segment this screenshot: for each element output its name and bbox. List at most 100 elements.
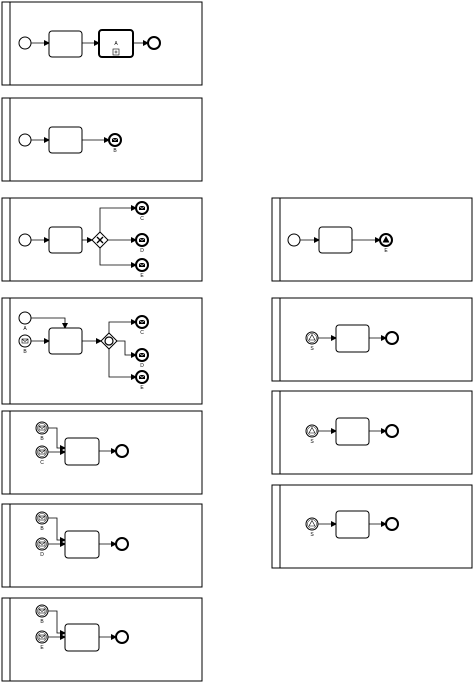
task[interactable] [318, 226, 353, 254]
sequence-flow[interactable] [48, 517, 66, 543]
pool-frame [1, 97, 203, 182]
envelope-icon [38, 608, 46, 614]
task[interactable] [335, 417, 370, 446]
sequence-flow[interactable] [108, 319, 137, 333]
collapsed-subprocess[interactable] [98, 29, 134, 58]
start-event-label: E [40, 645, 44, 651]
task[interactable] [335, 324, 370, 353]
envelope-filled-icon [138, 352, 146, 358]
x-icon [96, 236, 104, 244]
envelope-filled-icon [138, 262, 146, 268]
start-event[interactable] [287, 233, 301, 247]
pool-2: B [1, 97, 203, 182]
start-event-label: S [310, 532, 314, 538]
triangle-filled-icon [382, 236, 390, 243]
end-event-label: B [113, 148, 117, 154]
sequence-flow[interactable] [108, 349, 137, 380]
envelope-icon [21, 338, 29, 344]
envelope-icon [38, 634, 46, 640]
triangle-icon [308, 426, 316, 434]
start-event-label: S [310, 439, 314, 445]
start-event-label: C [40, 460, 44, 466]
end-event[interactable] [147, 36, 161, 50]
task[interactable] [48, 30, 83, 58]
end-event[interactable] [385, 331, 399, 345]
envelope-icon [38, 541, 46, 547]
end-event[interactable] [115, 630, 129, 644]
sequence-flow[interactable] [99, 248, 137, 268]
end-event-label: D [140, 248, 144, 254]
start-event-inner-ring [37, 423, 47, 433]
pool-frame [1, 410, 203, 495]
sequence-flow[interactable] [31, 317, 68, 329]
start-event-inner-ring [307, 426, 317, 436]
pool-8: E [271, 197, 473, 282]
task[interactable] [64, 623, 100, 652]
pool-frame [271, 297, 473, 382]
pool-frame [1, 503, 203, 588]
sequence-flow[interactable] [48, 610, 66, 636]
sequence-flow[interactable] [117, 340, 137, 358]
start-event[interactable] [18, 133, 32, 147]
start-event-label: B [23, 349, 27, 355]
start-event-inner-ring [37, 513, 47, 523]
end-event-label: C [140, 330, 144, 336]
end-event-label: D [140, 363, 144, 369]
pool-frame [1, 597, 203, 682]
envelope-filled-icon [138, 205, 146, 211]
end-event[interactable] [385, 424, 399, 438]
start-event-label: D [40, 552, 44, 558]
start-event[interactable] [18, 36, 32, 50]
start-event-inner-ring [307, 519, 317, 529]
task[interactable] [64, 437, 100, 466]
start-event-inner-ring [37, 632, 47, 642]
start-event-inner-ring [37, 606, 47, 616]
start-event-label: B [40, 526, 44, 532]
task[interactable] [48, 126, 83, 154]
sequence-flow[interactable] [48, 427, 66, 451]
pool-5: B C [1, 410, 203, 495]
pool-9: S [271, 297, 473, 382]
subprocess-label: A [114, 41, 118, 47]
triangle-icon [308, 519, 316, 527]
task[interactable] [48, 327, 83, 355]
plus-icon-glyph [114, 50, 118, 54]
pool-4: A B C D E [1, 297, 203, 405]
pool-frame [271, 197, 473, 282]
task[interactable] [48, 226, 83, 254]
task[interactable] [64, 530, 100, 559]
sequence-flow[interactable] [99, 205, 137, 232]
start-event-inner-ring [307, 333, 317, 343]
start-event-inner-ring [37, 447, 47, 457]
envelope-filled-icon [138, 237, 146, 243]
start-event-label: B [40, 619, 44, 625]
start-event-label: A [23, 326, 27, 332]
envelope-icon [38, 425, 46, 431]
start-event-inner-ring [37, 539, 47, 549]
pool-frame [1, 297, 203, 405]
start-event-label: B [40, 436, 44, 442]
circle-icon [104, 336, 114, 346]
task[interactable] [335, 510, 370, 539]
end-event-label: C [140, 216, 144, 222]
start-event[interactable] [18, 311, 32, 325]
end-event[interactable] [115, 537, 129, 551]
pool-6: B D [1, 503, 203, 588]
envelope-icon [38, 515, 46, 521]
start-event-label: S [310, 346, 314, 352]
end-event[interactable] [115, 444, 129, 458]
envelope-filled-icon [111, 137, 119, 143]
end-event-label: E [140, 273, 144, 279]
pool-frame [271, 390, 473, 475]
end-event-label: E [384, 248, 388, 254]
pool-7: B E [1, 597, 203, 682]
end-event-label: E [140, 385, 144, 391]
start-event[interactable] [18, 233, 32, 247]
envelope-icon [38, 449, 46, 455]
triangle-icon [308, 333, 316, 341]
envelope-filled-icon [138, 374, 146, 380]
pool-11: S [271, 484, 473, 569]
pool-10: S [271, 390, 473, 475]
end-event[interactable] [385, 517, 399, 531]
